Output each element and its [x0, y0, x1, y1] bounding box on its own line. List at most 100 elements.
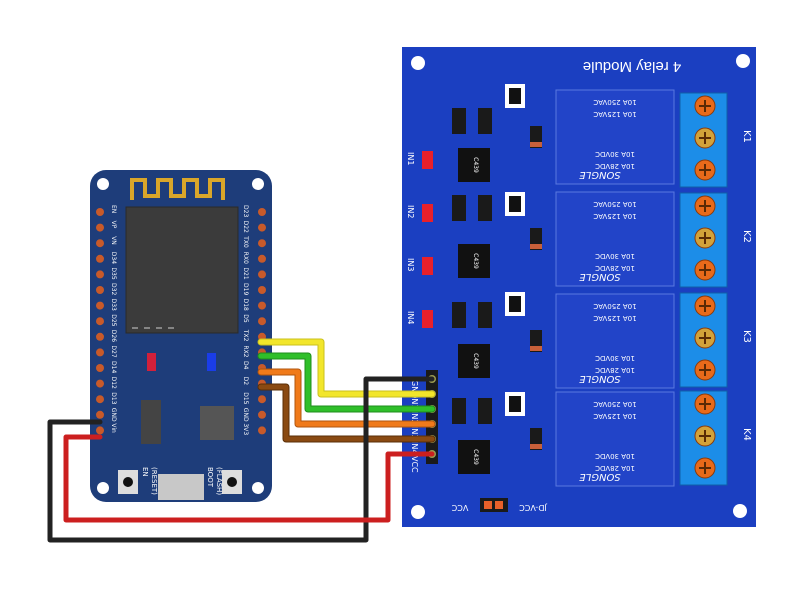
wire-red [63, 434, 435, 523]
header-pin-label: IN4 [410, 441, 419, 454]
boot-button-label: BOOT [206, 467, 214, 488]
pin-label: D18 [242, 299, 249, 311]
pin-label: 3V3 [242, 423, 249, 435]
header-pin [258, 395, 266, 404]
optocoupler-3: C439 [458, 344, 490, 378]
relay-brand: SONGLE [579, 471, 621, 482]
wire-brown [258, 384, 435, 442]
relay-rating: 10A 250VAC [593, 98, 636, 106]
relay-rating: 10A 28VDC [595, 162, 635, 170]
pin-label: D15 [242, 392, 249, 404]
en-button-label: EN [141, 467, 149, 477]
header-pin-label: GND [410, 380, 419, 398]
relay-rating: 10A 250VAC [593, 400, 636, 408]
input-label: IN3 [406, 258, 415, 271]
relay-module: 4 relay Module GND IN1 IN2 IN3 IN4 VCC I… [402, 47, 756, 527]
header-pin [258, 254, 266, 263]
relay-id: K4 [741, 428, 752, 441]
wifi-module-shield [125, 206, 239, 334]
header-pin [258, 208, 266, 216]
pin-label: GND [110, 408, 117, 422]
relay-k4: 10A 250VAC 10A 125VAC 10A 30VDC 10A 28VD… [555, 391, 675, 487]
relay-id: K2 [741, 230, 752, 243]
jumper-label-jdvcc: JD-VCC [519, 503, 548, 512]
mount-hole [736, 54, 750, 68]
relay-module-title: 4 relay Module [583, 58, 681, 75]
wire-green [258, 353, 435, 412]
esp-left-pins: ENVPVND34D35D32D33D25D26D27D14D12D13GNDV… [96, 205, 117, 435]
header-pin [258, 426, 266, 435]
pin-label: D4 [242, 361, 249, 370]
relay-rating: 10A 125VAC [593, 212, 636, 220]
header-pin [96, 270, 104, 279]
relay-rating: 10A 250VAC [593, 302, 636, 310]
screw-terminals [679, 92, 728, 486]
input-led [422, 310, 433, 328]
relay-k2: 10A 250VAC 10A 125VAC 10A 30VDC 10A 28VD… [555, 191, 675, 287]
usb-port [158, 474, 204, 500]
pin-label: Vin [110, 423, 117, 433]
opto-label: C439 [472, 449, 479, 465]
esp32-board: EN (RESET) BOOT (FLASH) ENVPVND34D35D32D… [90, 170, 272, 502]
header-pin [258, 286, 266, 294]
relay-rating: 10A 30VDC [595, 150, 635, 158]
pin-label: D19 [242, 283, 249, 295]
pin-label: D21 [242, 267, 249, 279]
relay-rating: 10A 28VDC [595, 464, 635, 472]
header-pin [258, 410, 266, 419]
mount-hole [411, 505, 425, 519]
pin-label: D33 [110, 299, 117, 311]
pin-label: D2 [242, 377, 249, 386]
relay-id: K3 [741, 330, 752, 343]
pin-label: D26 [110, 330, 117, 342]
input-label: IN1 [406, 152, 415, 165]
relay-rating: 10A 30VDC [595, 452, 635, 460]
wires [47, 338, 436, 543]
relay-rating: 10A 125VAC [593, 412, 636, 420]
relay-id: K1 [741, 130, 752, 143]
optocoupler-2: C439 [458, 244, 490, 278]
header-pin [258, 270, 266, 279]
relay-rating: 10A 250VAC [593, 200, 636, 208]
led-red [147, 353, 156, 371]
input-label: IN2 [406, 205, 415, 218]
relay-rating: 10A 28VDC [595, 366, 635, 374]
relay-rating: 10A 30VDC [595, 252, 635, 260]
pin-label: D12 [110, 377, 117, 389]
pin-label: D5 [242, 314, 249, 323]
header-pin [96, 208, 104, 216]
en-button-sublabel: (RESET) [150, 467, 158, 495]
wire-yellow [258, 339, 435, 397]
opto-label: C439 [472, 253, 479, 269]
pin-label: RX2 [242, 345, 249, 357]
pin-label: D35 [110, 267, 117, 279]
header-pin [96, 301, 104, 310]
header-pin [96, 332, 104, 341]
mount-hole [411, 56, 425, 70]
pin-label: D13 [110, 392, 117, 404]
opto-label: C439 [472, 353, 479, 369]
header-pin [96, 348, 104, 357]
pin-label: VP [110, 221, 117, 229]
header-pin [96, 286, 104, 294]
header-pin [96, 395, 104, 404]
relay-k3: 10A 250VAC 10A 125VAC 10A 30VDC 10A 28VD… [555, 293, 675, 389]
header-pin [96, 426, 104, 435]
pin-label: D23 [242, 205, 249, 217]
opto-label: C439 [472, 157, 479, 173]
relay-rating: 10A 125VAC [593, 110, 636, 118]
relay-rating: 10A 30VDC [595, 354, 635, 362]
input-led [422, 151, 433, 169]
header-pin-label: IN3 [410, 426, 419, 439]
pin-label: GND [242, 408, 249, 422]
relay-rating: 10A 28VDC [595, 264, 635, 272]
pin-label: D22 [242, 221, 249, 233]
wire-black [47, 376, 435, 543]
header-pin [96, 317, 104, 326]
pin-label: D14 [110, 361, 117, 373]
header-pin [96, 254, 104, 263]
header-pin-label: IN1 [410, 396, 419, 409]
pin-label: RX0 [242, 252, 249, 264]
header-pin [96, 223, 104, 232]
